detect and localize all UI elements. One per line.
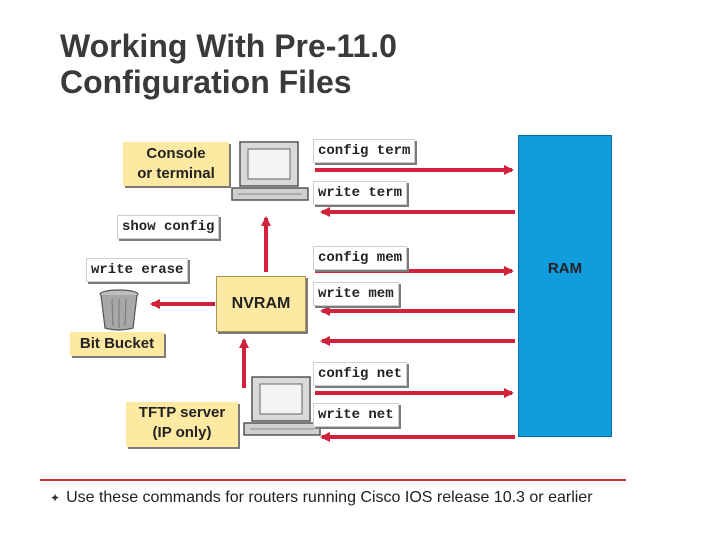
write-mem-command: write mem [313,282,399,306]
console-label: Console or terminal [123,142,229,186]
write-net-command: write net [313,403,399,427]
config-net-command: config net [313,362,408,386]
computer-icon [243,376,321,436]
config-mem-command: config mem [313,246,408,270]
nvram-label: NVRAM [216,276,306,332]
show-config-command: show config [117,215,220,239]
computer-icon [231,141,309,201]
title-line-2: Configuration Files [60,64,352,100]
tftp-server-label: TFTP server (IP only) [126,402,238,447]
footer-note: ✦ Use these commands for routers running … [50,489,593,507]
footer-note-text: Use these commands for routers running C… [66,489,593,506]
write-erase-command: write erase [86,258,189,282]
ram-block: RAM [518,135,612,437]
footer-divider [40,479,626,481]
page-title: Working With Pre-11.0 Configuration File… [60,28,397,100]
trash-can-icon [99,289,139,331]
bullet-icon: ✦ [50,490,61,505]
bit-bucket-label: Bit Bucket [70,332,164,356]
write-term-command: write term [313,181,408,205]
ram-label: RAM [547,260,583,277]
config-term-command: config term [313,139,416,163]
title-line-1: Working With Pre-11.0 [60,28,397,64]
